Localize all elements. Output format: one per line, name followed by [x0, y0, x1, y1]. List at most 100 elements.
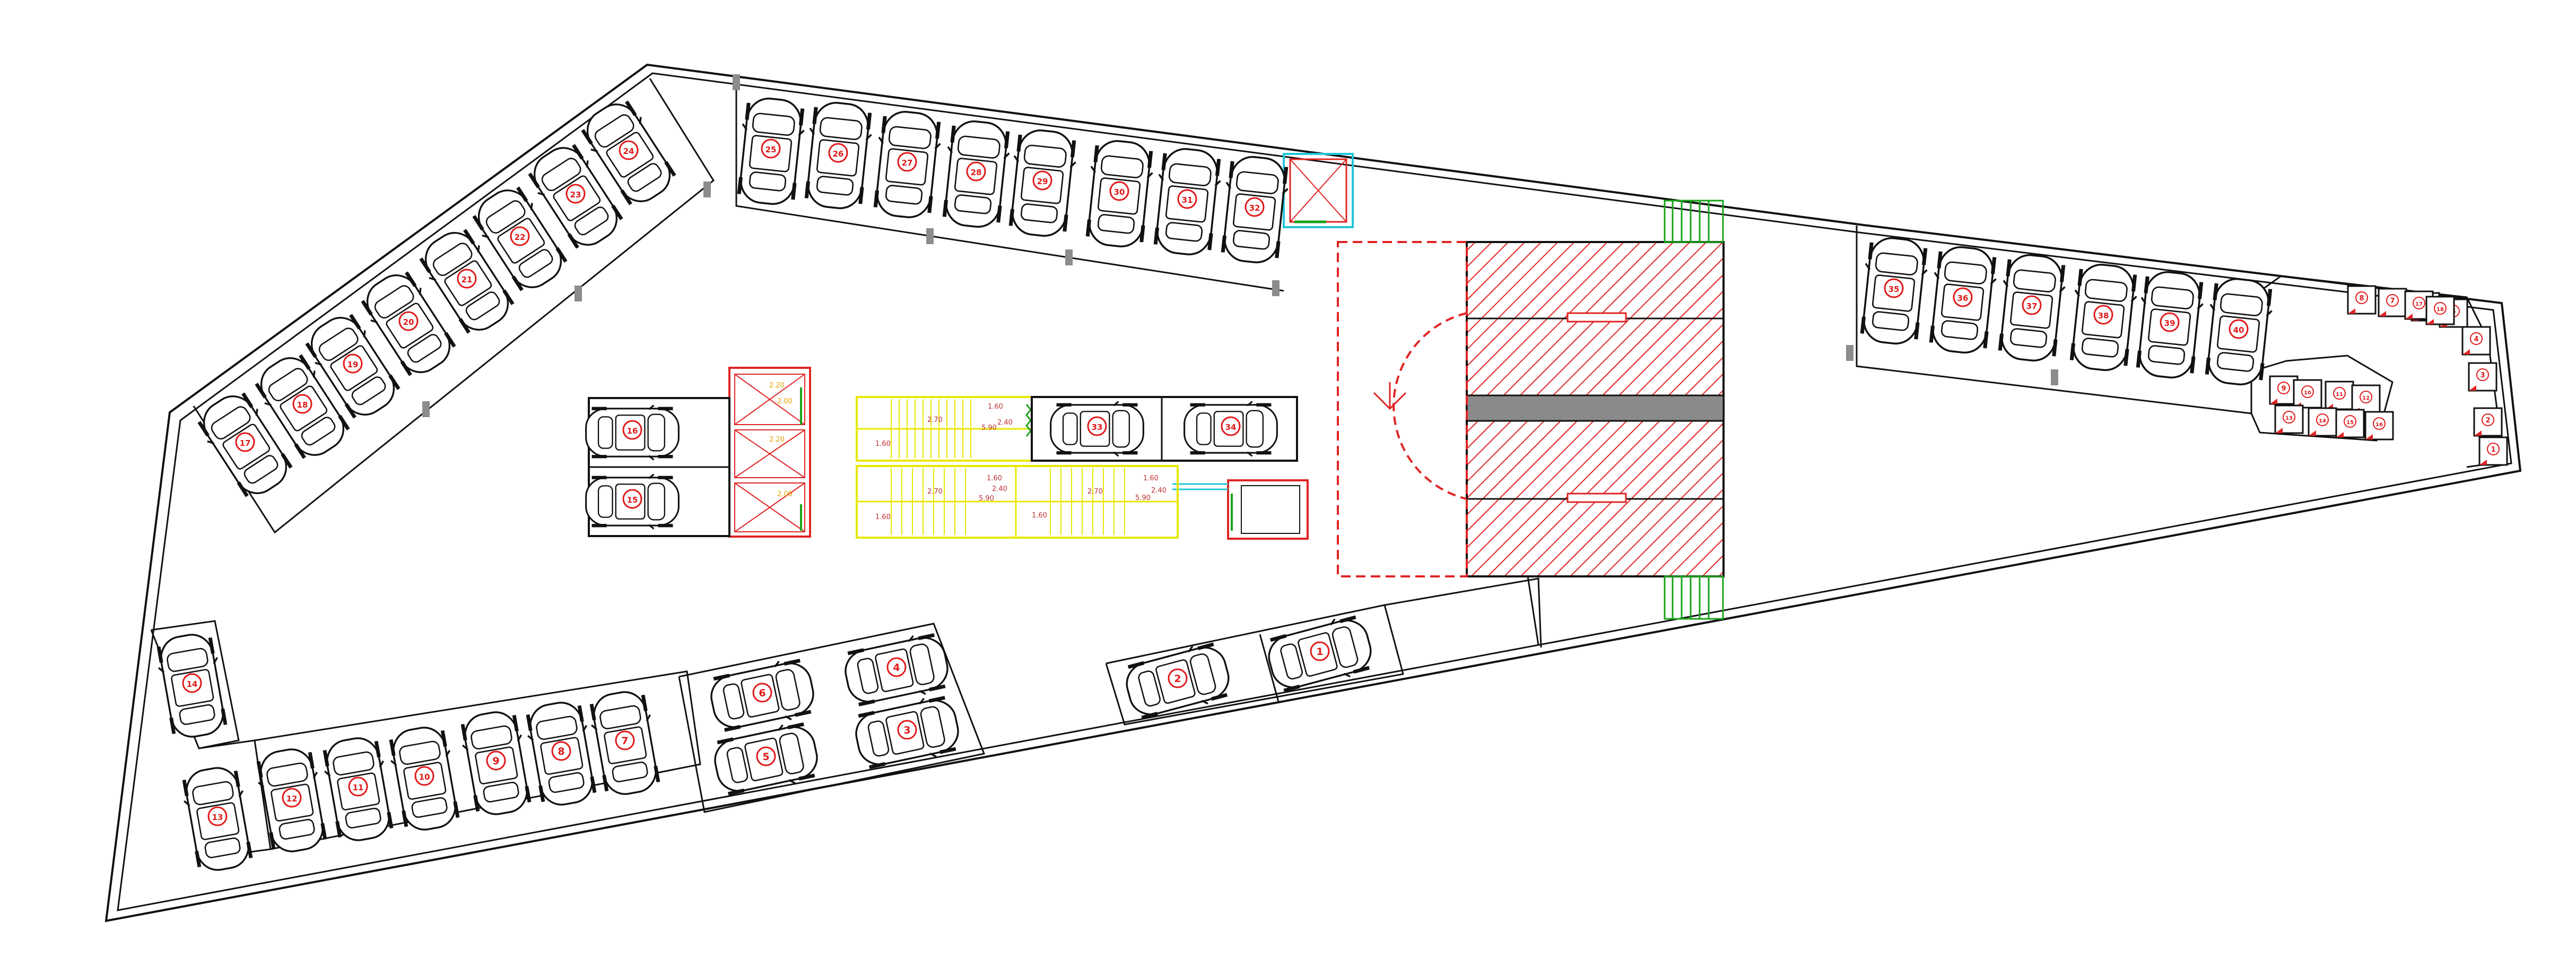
storage-unit-18: 18: [2425, 296, 2455, 325]
space-number-label: 16: [627, 426, 638, 436]
door-swing-icon: [2309, 430, 2316, 436]
space-number-circle: [348, 776, 368, 797]
space-number-label: 26: [833, 149, 844, 159]
space-number-badge: 21: [457, 269, 477, 289]
site-boundary: [105, 63, 2522, 922]
space-number-circle: [292, 394, 312, 414]
space-number-badge: 17: [235, 432, 255, 452]
door-swing-icon: [2426, 319, 2434, 324]
space-number-label: 14: [187, 679, 198, 689]
space-number-circle: [1310, 641, 1330, 661]
space-number-circle: [1884, 278, 1904, 298]
storage-number-label: 7: [2390, 297, 2395, 305]
space-number-badge: 33: [1087, 416, 1107, 436]
storage-number-label: 2: [2485, 417, 2490, 425]
space-number-label: 22: [515, 232, 526, 242]
space-number-badge: 19: [343, 353, 363, 374]
space-number-circle: [486, 750, 506, 771]
storage-unit-4: 4: [2461, 326, 2491, 356]
space-number-circle: [1109, 181, 1129, 201]
space-number-badge: 8: [551, 741, 571, 761]
door-swing-icon: [2270, 399, 2277, 404]
stair-dim: 1.60: [875, 513, 891, 521]
storage-number-label: 16: [2375, 422, 2383, 428]
door-swing-icon: [2405, 314, 2413, 319]
space-number-label: 9: [492, 755, 499, 767]
space-number-label: 17: [240, 438, 251, 448]
space-number-circle: [886, 657, 907, 677]
space-number-badge: 15: [622, 489, 642, 509]
space-number-badge: 22: [510, 226, 530, 246]
stair-dim: 2.70: [927, 416, 943, 424]
space-number-circle: [457, 269, 477, 289]
space-number-circle: [2093, 305, 2113, 325]
storage-number-circle: [2373, 417, 2386, 430]
space-number-badge: 26: [828, 143, 848, 163]
stair-dim: 1.60: [988, 403, 1003, 411]
door-swing-icon: [2365, 434, 2373, 439]
space-number-badge: 4: [886, 657, 907, 677]
storage-unit-16: 16: [2364, 411, 2394, 441]
door-swing-icon: [2379, 311, 2386, 316]
storage-number-label: 12: [2362, 395, 2370, 401]
storage-number-circle: [2333, 387, 2346, 400]
space-number-circle: [1221, 416, 1241, 436]
stair-dim: 2.40: [1151, 487, 1167, 495]
storage-unit-12: 12: [2351, 384, 2381, 414]
stair-dim: 1.60: [875, 440, 891, 448]
space-number-label: 6: [759, 687, 765, 699]
space-number-label: 24: [623, 146, 634, 156]
space-number-circle: [828, 143, 848, 163]
stair-dim: 1.60: [987, 474, 1002, 482]
space-number-circle: [565, 184, 586, 204]
space-number-label: 31: [1182, 195, 1193, 205]
space-number-badge: 16: [622, 420, 642, 440]
stair-lower: 2.70 1.60 2.40 5.90 1.60 2.70 1.60 2.40 …: [856, 465, 1179, 539]
space-number-label: 29: [1037, 177, 1048, 186]
space-number-circle: [756, 746, 776, 766]
space-number-badge: 13: [207, 806, 228, 826]
storage-number-circle: [2316, 413, 2329, 426]
ramp-bottom-wall: [1527, 576, 1539, 645]
space-number-badge: 14: [182, 673, 202, 693]
lift-dim-label: 2.00: [777, 490, 793, 498]
door-swing-icon: [2474, 430, 2482, 436]
space-number-badge: 20: [398, 311, 419, 331]
storage-unit-15: 15: [2335, 409, 2365, 438]
space-number-badge: 6: [752, 683, 772, 703]
space-number-circle: [761, 139, 781, 159]
lift-dim-label: 2.00: [777, 398, 793, 405]
space-number-label: 11: [353, 783, 364, 792]
storage-number-label: 17: [2415, 301, 2423, 307]
space-number-label: 40: [2233, 325, 2244, 335]
space-number-label: 27: [902, 158, 913, 168]
space-number-badge: 25: [761, 139, 781, 159]
space-number-badge: 30: [1109, 181, 1129, 201]
space-number-badge: 31: [1177, 189, 1197, 209]
space-number-badge: 24: [619, 140, 639, 160]
space-number-circle: [1245, 197, 1265, 217]
space-number-badge: 38: [2093, 305, 2113, 325]
stair-dim: 2.40: [992, 485, 1007, 493]
storage-number-circle: [2482, 413, 2494, 426]
storage-number-label: 8: [2359, 295, 2364, 303]
space-number-badge: 34: [1221, 416, 1241, 436]
storage-unit-8: 8: [2347, 285, 2377, 315]
space-number-badge: 18: [292, 394, 312, 414]
ramp-steps: [1664, 200, 1724, 620]
space-number-circle: [1032, 170, 1052, 191]
space-number-label: 3: [903, 724, 910, 736]
stair-note-mark: [1025, 404, 1032, 437]
space-number-circle: [2022, 295, 2042, 315]
space-number-circle: [897, 720, 917, 740]
stair-upper: 2.70 1.60 2.40 5.90 1.60: [856, 396, 1033, 462]
storage-number-label: 11: [2336, 392, 2343, 398]
space-number-circle: [235, 432, 255, 452]
space-number-circle: [897, 152, 917, 172]
storage-unit-2: 2: [2473, 407, 2503, 437]
storage-number-circle: [2344, 415, 2356, 428]
storage-unit-box: [2425, 296, 2455, 325]
lift-shaft-right: [1172, 479, 1309, 540]
space-number-circle: [207, 806, 228, 826]
